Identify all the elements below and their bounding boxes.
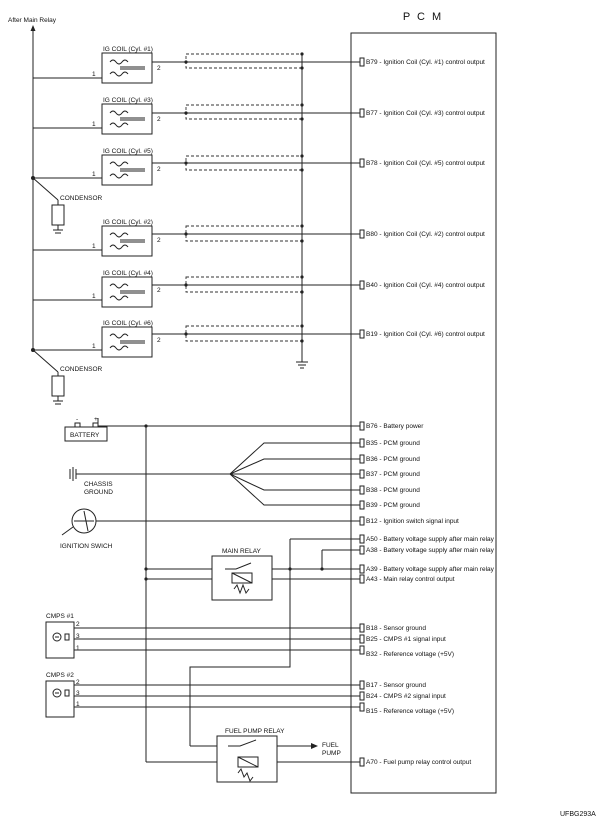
svg-text:1: 1 xyxy=(92,243,96,250)
terminal-b15: B15 - Reference voltage (+5V) xyxy=(366,708,454,715)
terminal-a38: A38 - Battery voltage supply after main … xyxy=(366,547,495,554)
svg-text:PUMP: PUMP xyxy=(322,750,341,757)
cmps2-ref-supply xyxy=(189,650,291,746)
svg-text:B78 - Ignition Coil (Cyl. #5): B78 - Ignition Coil (Cyl. #5) control ou… xyxy=(366,160,485,167)
supply-arrow xyxy=(30,25,36,31)
terminal-b24: B24 - CMPS #2 signal input xyxy=(366,693,446,700)
svg-text:CONDENSOR: CONDENSOR xyxy=(60,195,103,202)
svg-text:2: 2 xyxy=(76,621,80,628)
terminal-a43: A43 - Main relay control output xyxy=(366,576,455,583)
svg-text:+: + xyxy=(94,416,98,423)
svg-text:CMPS #1: CMPS #1 xyxy=(46,613,74,620)
svg-text:B19 - Ignition Coil (Cyl. #6): B19 - Ignition Coil (Cyl. #6) control ou… xyxy=(366,331,485,338)
svg-text:2: 2 xyxy=(157,116,161,123)
svg-text:FUEL PUMP RELAY: FUEL PUMP RELAY xyxy=(225,728,285,735)
terminal-b12: B12 - Ignition switch signal input xyxy=(366,518,459,525)
svg-text:B40 - Ignition Coil (Cyl. #4): B40 - Ignition Coil (Cyl. #4) control ou… xyxy=(366,282,485,289)
svg-text:B80 - Ignition Coil (Cyl. #2): B80 - Ignition Coil (Cyl. #2) control ou… xyxy=(366,231,485,238)
ignition-coil-3: IG COIL (Cyl. #3) 1 2 B77 - Ignition Coi… xyxy=(33,97,485,135)
battery: - + BATTERY xyxy=(64,416,363,442)
svg-text:IG COIL (Cyl. #2): IG COIL (Cyl. #2) xyxy=(103,219,153,226)
terminal-b37: B37 - PCM ground xyxy=(366,471,420,478)
svg-text:IG COIL (Cyl. #3): IG COIL (Cyl. #3) xyxy=(103,97,153,104)
pcm-ground-fan xyxy=(229,442,363,506)
terminal-a70: A70 - Fuel pump relay control output xyxy=(366,759,471,766)
svg-text:1: 1 xyxy=(92,121,96,128)
terminal-a39: A39 - Battery voltage supply after main … xyxy=(366,566,495,573)
cmps-1: CMPS #1 2 3 1 xyxy=(45,613,363,659)
svg-text:1: 1 xyxy=(92,171,96,178)
svg-text:IG COIL (Cyl. #4): IG COIL (Cyl. #4) xyxy=(103,270,153,277)
main-relay: MAIN RELAY xyxy=(144,538,363,601)
svg-text:CONDENSOR: CONDENSOR xyxy=(60,366,103,373)
terminal-b38: B38 - PCM ground xyxy=(366,487,420,494)
svg-text:3: 3 xyxy=(76,633,80,640)
ignition-switch: IGNITION SWICH xyxy=(60,508,363,550)
svg-text:BATTERY: BATTERY xyxy=(70,432,100,439)
svg-text:B77 - Ignition Coil (Cyl. #3): B77 - Ignition Coil (Cyl. #3) control ou… xyxy=(366,110,485,117)
svg-text:-: - xyxy=(76,416,78,423)
svg-text:1: 1 xyxy=(76,701,80,708)
svg-text:1: 1 xyxy=(92,293,96,300)
svg-text:2: 2 xyxy=(157,337,161,344)
terminal-b39: B39 - PCM ground xyxy=(366,502,420,509)
ignition-coil-6: IG COIL (Cyl. #6) 1 2 B19 - Ignition Coi… xyxy=(33,320,485,358)
svg-text:2: 2 xyxy=(157,166,161,173)
condenser-2: CONDENSOR xyxy=(31,348,103,405)
terminal-b76: B76 - Battery power xyxy=(366,423,424,430)
svg-text:IG COIL (Cyl. #5): IG COIL (Cyl. #5) xyxy=(103,148,153,155)
pcm-box xyxy=(350,32,497,794)
svg-text:1: 1 xyxy=(76,645,80,652)
chassis-ground: CHASSIS GROUND xyxy=(69,467,230,496)
pcm-title: P C M xyxy=(403,11,443,23)
terminal-b32: B32 - Reference voltage (+5V) xyxy=(366,651,454,658)
svg-text:CHASSIS: CHASSIS xyxy=(84,481,113,488)
cmps-2: CMPS #2 2 3 1 xyxy=(45,672,363,718)
svg-text:2: 2 xyxy=(157,287,161,294)
terminal-b17: B17 - Sensor ground xyxy=(366,682,426,689)
fuel-pump-relay: FUEL PUMP RELAY FUEL PUMP xyxy=(146,728,363,783)
svg-text:1: 1 xyxy=(92,343,96,350)
terminal-b18: B18 - Sensor ground xyxy=(366,625,426,632)
svg-text:GROUND: GROUND xyxy=(84,489,113,496)
svg-text:IGNITION SWICH: IGNITION SWICH xyxy=(60,543,113,550)
svg-text:2: 2 xyxy=(157,65,161,72)
svg-text:FUEL: FUEL xyxy=(322,742,339,749)
svg-text:B79 - Ignition Coil (Cyl. #1): B79 - Ignition Coil (Cyl. #1) control ou… xyxy=(366,59,485,66)
terminal-b25: B25 - CMPS #1 signal input xyxy=(366,636,446,643)
svg-text:IG COIL (Cyl. #6): IG COIL (Cyl. #6) xyxy=(103,320,153,327)
after-main-relay-label: After Main Relay xyxy=(8,17,57,24)
terminal-b35: B35 - PCM ground xyxy=(366,440,420,447)
terminal-b36: B36 - PCM ground xyxy=(366,456,420,463)
svg-text:2: 2 xyxy=(76,679,80,686)
terminal-a50: A50 - Battery voltage supply after main … xyxy=(366,536,495,543)
svg-text:3: 3 xyxy=(76,690,80,697)
svg-text:IG COIL (Cyl. #1): IG COIL (Cyl. #1) xyxy=(103,46,153,53)
svg-text:CMPS #2: CMPS #2 xyxy=(46,672,74,679)
condenser-1: CONDENSOR xyxy=(31,176,103,234)
svg-text:MAIN RELAY: MAIN RELAY xyxy=(222,548,262,555)
shield-ground-icon xyxy=(296,361,308,369)
figure-code: UFBG293A xyxy=(560,811,596,818)
ignition-coil-5: IG COIL (Cyl. #5) 1 2 B78 - Ignition Coi… xyxy=(33,148,485,186)
ignition-coil-4: IG COIL (Cyl. #4) 1 2 B40 - Ignition Coi… xyxy=(33,270,485,308)
svg-text:1: 1 xyxy=(92,71,96,78)
svg-text:2: 2 xyxy=(157,237,161,244)
